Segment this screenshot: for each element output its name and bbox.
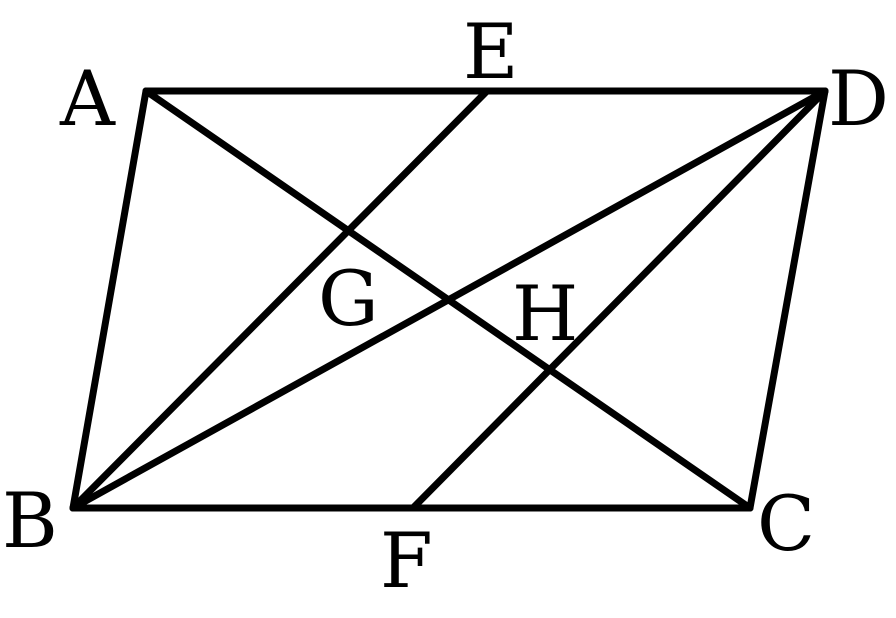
- label-F: F: [380, 516, 433, 605]
- segment-FD: [409, 87, 829, 512]
- label-H: H: [512, 269, 578, 358]
- label-D: D: [828, 54, 889, 143]
- segment-BD: [69, 87, 829, 512]
- label-C: C: [757, 479, 815, 568]
- label-E: E: [463, 7, 518, 96]
- label-G: G: [318, 254, 379, 343]
- label-B: B: [2, 476, 58, 565]
- label-A: A: [59, 54, 116, 143]
- segment-DC: [746, 87, 829, 512]
- segment-BE: [69, 87, 491, 512]
- segment-AB: [69, 87, 150, 512]
